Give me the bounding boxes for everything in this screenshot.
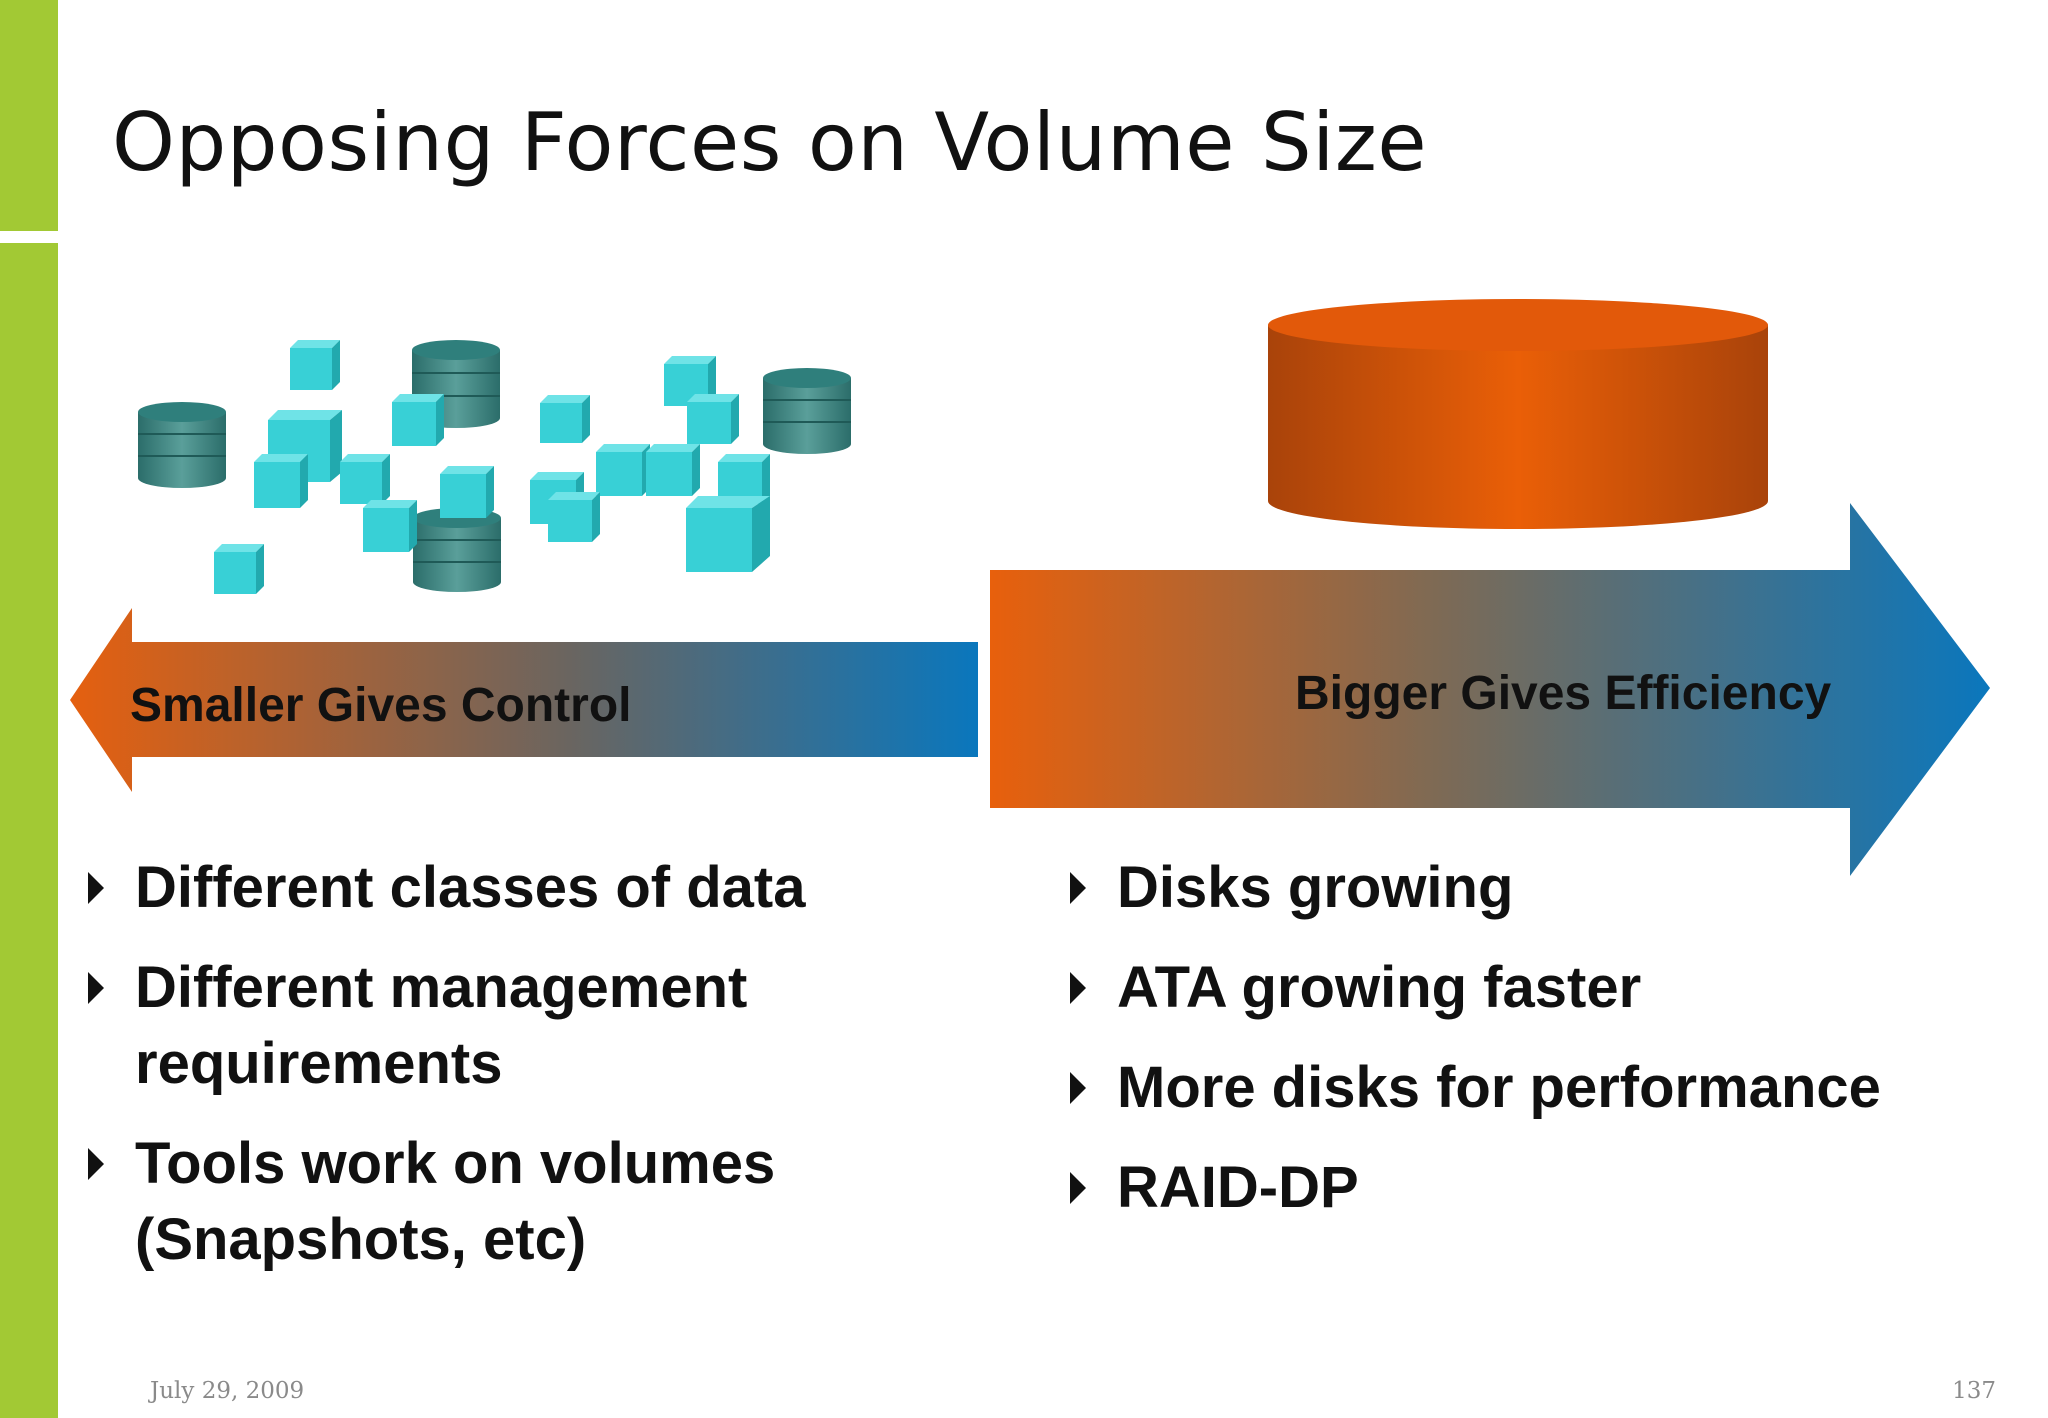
slide-number: 137 <box>1952 1378 1996 1404</box>
right-bullet-list: Disks growing ATA growing faster More di… <box>1070 850 2020 1250</box>
list-item: Different classes of data <box>88 850 928 926</box>
list-item: More disks for performance <box>1070 1050 2020 1126</box>
smaller-gives-control-label: Smaller Gives Control <box>130 679 632 732</box>
bullet-triangle-icon <box>1070 972 1086 1004</box>
bigger-gives-efficiency-label: Bigger Gives Efficiency <box>1295 667 1832 720</box>
bullet-triangle-icon <box>1070 1072 1086 1104</box>
list-item: Different management requirements <box>88 950 928 1102</box>
bullet-triangle-icon <box>1070 872 1086 904</box>
list-item: RAID-DP <box>1070 1150 2020 1226</box>
right-arrow <box>990 503 1990 876</box>
small-volume-cubes <box>214 340 770 594</box>
bullet-triangle-icon <box>88 972 104 1004</box>
list-item: ATA growing faster <box>1070 950 2020 1026</box>
left-bullet-list: Different classes of data Different mana… <box>88 850 928 1302</box>
list-item: Disks growing <box>1070 850 2020 926</box>
accent-bar-bottom <box>0 243 58 1418</box>
big-volume-disk <box>1268 299 1768 529</box>
left-arrow <box>70 608 978 792</box>
bullet-triangle-icon <box>1070 1172 1086 1204</box>
list-item: Tools work on volumes (Snapshots, etc) <box>88 1126 928 1278</box>
footer-date: July 29, 2009 <box>150 1378 305 1404</box>
bullet-triangle-icon <box>88 1148 104 1180</box>
slide-title: Opposing Forces on Volume Size <box>112 96 1428 189</box>
accent-bar-top <box>0 0 58 231</box>
bullet-triangle-icon <box>88 872 104 904</box>
